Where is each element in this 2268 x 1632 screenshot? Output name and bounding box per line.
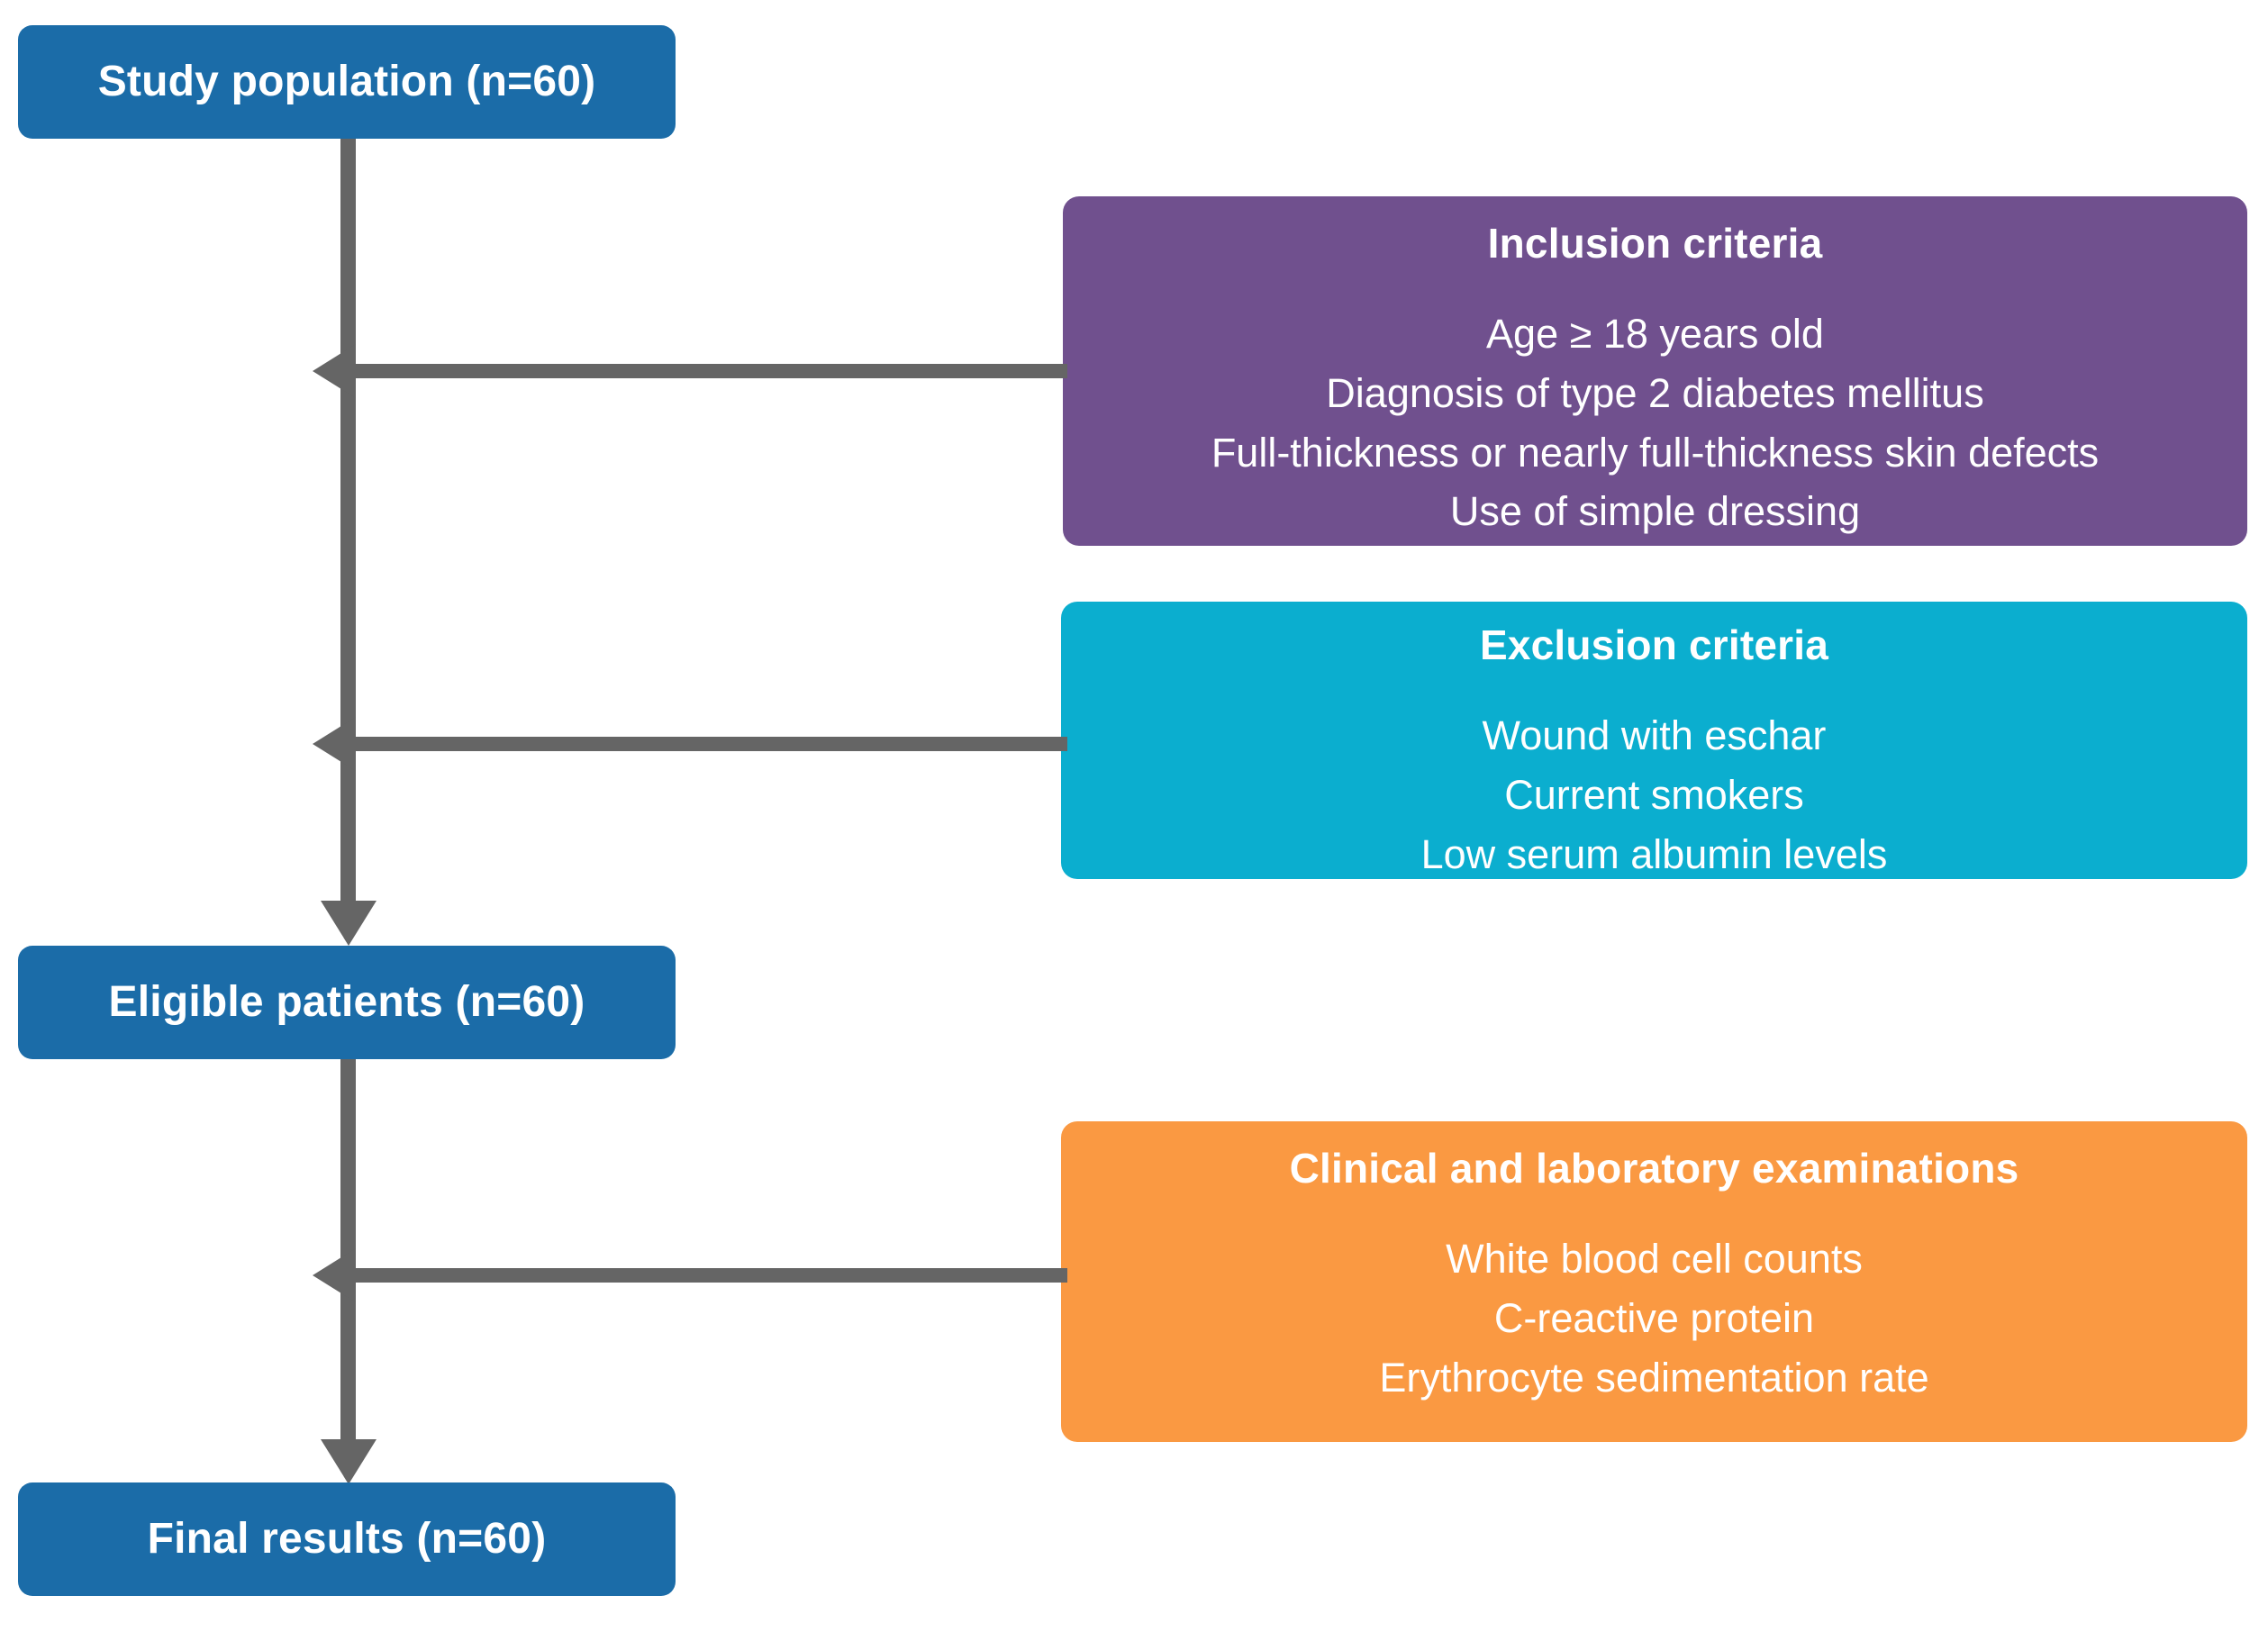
node-eligible-patients[interactable]: Eligible patients (n=60) <box>18 946 676 1059</box>
node-eligible-patients-label: Eligible patients (n=60) <box>108 978 585 1027</box>
connector-examination-to-spine <box>356 1268 1067 1283</box>
exclusion-criteria-item: Current smokers <box>1504 771 1804 818</box>
connector-inclusion-to-spine <box>356 364 1067 378</box>
exclusion-criteria-item: Wound with eschar <box>1482 712 1827 758</box>
arrowhead-into-final-results <box>321 1439 376 1484</box>
inclusion-criteria-item: Use of simple dressing <box>1449 488 1861 535</box>
arrowhead-inclusion-to-spine <box>313 344 356 398</box>
examination-title: Clinical and laboratory examinations <box>1289 1145 2019 1192</box>
node-final-results[interactable]: Final results (n=60) <box>18 1482 676 1596</box>
examination-item: White blood cell counts <box>1446 1235 1863 1282</box>
node-study-population-label: Study population (n=60) <box>97 58 596 106</box>
inclusion-criteria-item: Diagnosis of type 2 diabetes mellitus <box>1326 369 1984 416</box>
connector-study-to-eligible <box>340 139 356 931</box>
arrowhead-examination-to-spine <box>313 1248 356 1302</box>
inclusion-criteria-list: Age ≥ 18 years old Diagnosis of type 2 d… <box>1211 307 2099 539</box>
inclusion-criteria-item: Full-thickness or nearly full-thickness … <box>1211 429 2100 476</box>
box-inclusion-criteria[interactable]: Inclusion criteria Age ≥ 18 years old Di… <box>1063 196 2247 546</box>
arrowhead-into-eligible-patients <box>321 901 376 946</box>
examination-list: White blood cell counts C-reactive prote… <box>1379 1232 1928 1405</box>
exclusion-criteria-item: Low serum albumin levels <box>1420 830 1888 877</box>
box-clinical-laboratory-examinations[interactable]: Clinical and laboratory examinations Whi… <box>1061 1121 2247 1442</box>
connector-exclusion-to-spine <box>356 737 1067 751</box>
examination-item: Erythrocyte sedimentation rate <box>1379 1354 1929 1401</box>
box-exclusion-criteria[interactable]: Exclusion criteria Wound with eschar Cur… <box>1061 602 2247 879</box>
arrowhead-exclusion-to-spine <box>313 717 356 771</box>
inclusion-criteria-title: Inclusion criteria <box>1487 220 1823 267</box>
inclusion-criteria-item: Age ≥ 18 years old <box>1486 310 1824 357</box>
node-final-results-label: Final results (n=60) <box>147 1515 547 1564</box>
exclusion-criteria-list: Wound with eschar Current smokers Low se… <box>1421 709 1888 882</box>
examination-item: C-reactive protein <box>1493 1294 1815 1341</box>
exclusion-criteria-title: Exclusion criteria <box>1479 621 1829 668</box>
node-study-population[interactable]: Study population (n=60) <box>18 25 676 139</box>
